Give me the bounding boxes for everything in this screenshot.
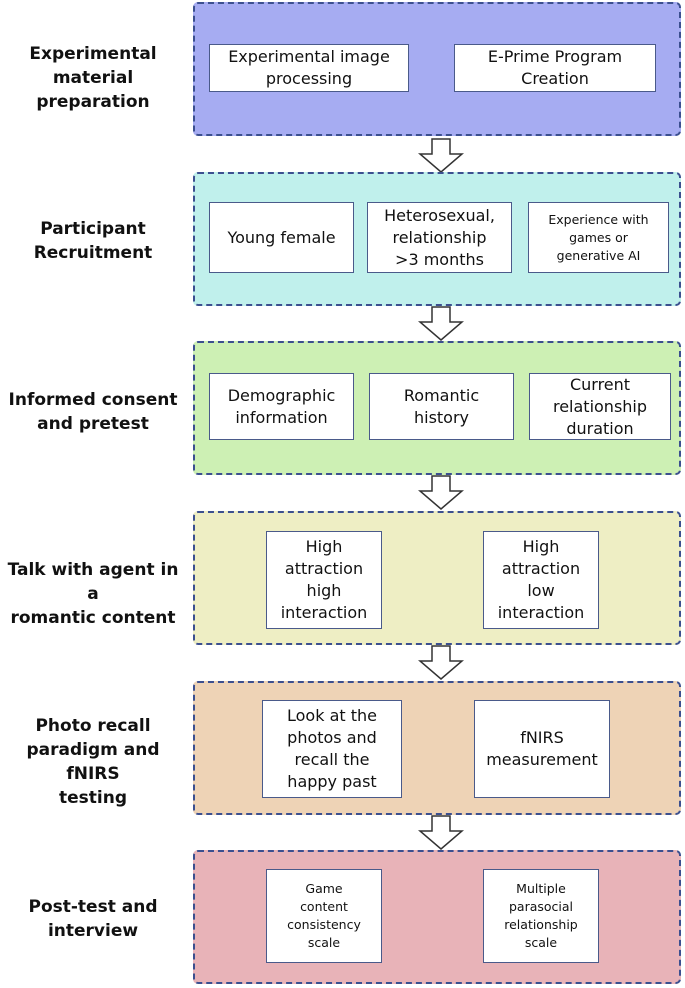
experience-games-ai-box: Experience with games or generative AI (528, 202, 669, 273)
stage-5-label: Photo recall paradigm and fNIRS testing (0, 714, 186, 810)
item-line: Current (569, 374, 631, 394)
stage-4-label: Talk with agent in a romantic content (0, 558, 186, 630)
item-line: relationship (504, 917, 578, 932)
down-arrow-icon (418, 645, 464, 680)
item-line: interaction (497, 603, 585, 622)
stage-3-label-line: and pretest (37, 414, 149, 434)
item-line: fNIRS (520, 728, 564, 747)
item-line: photos and (287, 728, 377, 747)
item-line: scale (307, 935, 341, 950)
item-line: Look at the (287, 706, 377, 725)
down-arrow-icon (418, 306, 464, 341)
item-line: relationship (392, 227, 487, 247)
stage-1-box: Experimental image processing E-Prime Pr… (193, 2, 681, 136)
item-line: consistency (287, 917, 361, 932)
item-line: low (527, 581, 555, 600)
item-line: >3 months (395, 249, 484, 269)
fnirs-measurement-box: fNIRS measurement (474, 700, 610, 798)
stage-4-label-line: romantic content (10, 608, 176, 628)
stage-4-label-line: Talk with agent in a (7, 560, 179, 604)
item-line: high (306, 581, 342, 600)
item-line: measurement (486, 750, 598, 769)
item-line: Experimental image (228, 47, 390, 66)
item-line: attraction (284, 559, 364, 578)
romantic-history-box: Romantic history (369, 373, 514, 440)
stage-3-label: Informed consent and pretest (0, 388, 186, 436)
item-line: High (522, 537, 560, 556)
stage-2-label: Participant Recruitment (0, 217, 186, 265)
item-line: Young female (227, 227, 336, 247)
stage-5-label-line: paradigm and fNIRS (26, 740, 160, 784)
eprime-program-creation-box: E-Prime Program Creation (454, 44, 656, 92)
item-line: games or (569, 229, 628, 245)
item-line: information (235, 407, 328, 427)
down-arrow-icon (418, 138, 464, 173)
item-line: generative AI (556, 247, 641, 263)
stage-3-label-line: Informed consent (8, 390, 178, 410)
item-line: E-Prime Program (487, 47, 623, 66)
multiple-parasocial-relationship-scale-box: Multiple parasocial relationship scale (483, 869, 599, 963)
stage-2-box: Young female Heterosexual, relationship … (193, 172, 681, 306)
item-line: Demographic (227, 385, 336, 405)
item-line: High (305, 537, 343, 556)
stage-5-label-line: testing (59, 788, 127, 808)
stage-5-box: Look at the photos and recall the happy … (193, 681, 681, 815)
young-female-box: Young female (209, 202, 354, 273)
stage-6-label-line: Post-test and (28, 897, 158, 917)
item-line: content (300, 899, 348, 914)
item-line: parasocial (508, 899, 574, 914)
item-line: Heterosexual, (384, 205, 495, 225)
photo-recall-box: Look at the photos and recall the happy … (262, 700, 402, 798)
item-line: Multiple (516, 881, 566, 896)
stage-6-box: Game content consistency scale Multiple … (193, 850, 681, 984)
item-line: recall the (294, 750, 370, 769)
experimental-image-processing-box: Experimental image processing (209, 44, 409, 92)
stage-2-label-line: Recruitment (33, 243, 153, 263)
item-line: scale (524, 935, 558, 950)
item-line: interaction (280, 603, 368, 622)
stage-5-label-line: Photo recall (35, 716, 151, 736)
high-attraction-high-interaction-box: High attraction high interaction (266, 531, 382, 629)
stage-4-box: High attraction high interaction High at… (193, 511, 681, 645)
item-line: attraction (501, 559, 581, 578)
stage-6-label: Post-test and interview (0, 895, 186, 943)
stage-1-label: Experimental material preparation (0, 42, 186, 114)
item-line: duration (566, 418, 634, 438)
demographic-information-box: Demographic information (209, 373, 354, 440)
item-line: relationship (552, 396, 648, 416)
game-content-consistency-scale-box: Game content consistency scale (266, 869, 382, 963)
item-line: happy past (287, 772, 377, 791)
stage-6-label-line: interview (47, 921, 139, 941)
stage-1-label-line: material (52, 68, 134, 88)
stage-3-box: Demographic information Romantic history… (193, 341, 681, 475)
item-line: history (413, 407, 470, 427)
current-relationship-duration-box: Current relationship duration (529, 373, 671, 440)
stage-2-label-line: Participant (40, 219, 146, 239)
item-line: Experience with (548, 211, 649, 227)
down-arrow-icon (418, 815, 464, 850)
item-line: Romantic (403, 385, 480, 405)
stage-1-label-line: preparation (36, 92, 150, 112)
stage-1-label-line: Experimental (29, 44, 157, 64)
heterosexual-relationship-box: Heterosexual, relationship >3 months (367, 202, 512, 273)
down-arrow-icon (418, 475, 464, 510)
item-line: Creation (521, 69, 589, 88)
item-line: Game (305, 881, 343, 896)
item-line: processing (265, 69, 353, 88)
high-attraction-low-interaction-box: High attraction low interaction (483, 531, 599, 629)
